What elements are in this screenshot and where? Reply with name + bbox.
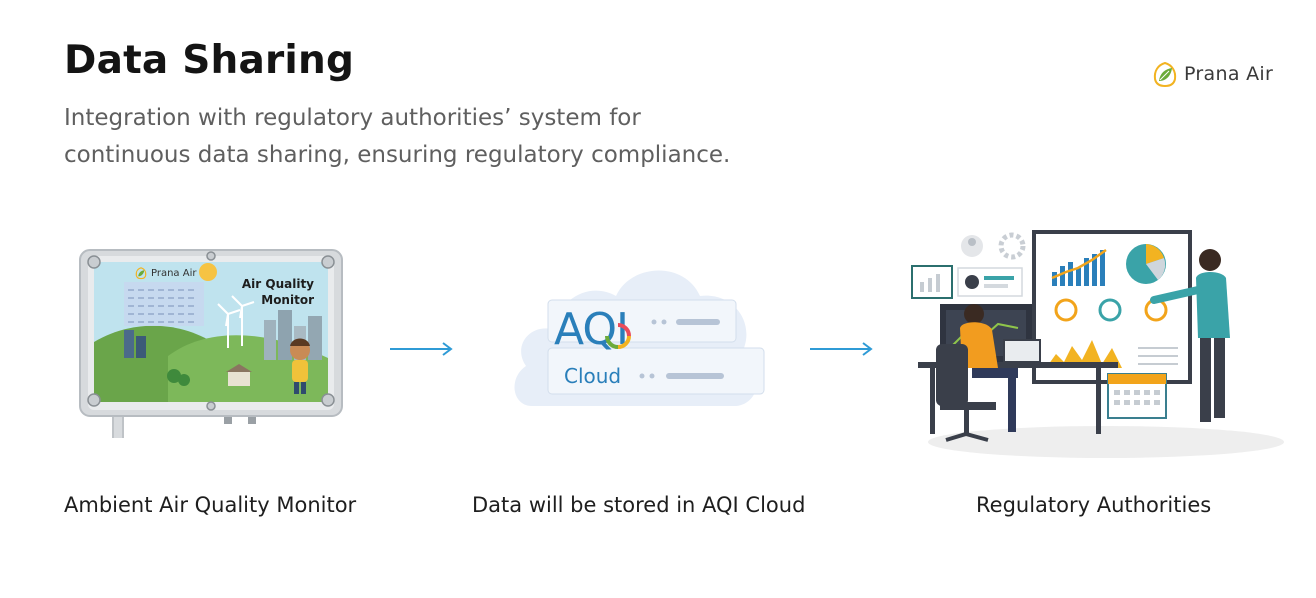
regulatory-authorities-illustration bbox=[906, 228, 1286, 460]
caption-aqi-cloud: Data will be stored in AQI Cloud bbox=[472, 493, 806, 517]
device-label: Air Quality Monitor bbox=[234, 276, 314, 308]
brand-logo: Prana Air bbox=[1150, 58, 1273, 90]
aqi-color-ring-icon bbox=[605, 323, 631, 349]
subtitle-line-1: Integration with regulatory authorities’… bbox=[64, 105, 641, 131]
page-subtitle: Integration with regulatory authorities’… bbox=[64, 100, 784, 174]
device-label-line-2: Monitor bbox=[261, 293, 314, 307]
air-quality-monitor-illustration: Prana Air Air Quality Monitor bbox=[78, 246, 344, 442]
cloud-subtitle: Cloud bbox=[564, 364, 622, 388]
aqi-cloud-illustration: AQI Cloud bbox=[508, 256, 768, 412]
device-brand-text: Prana Air bbox=[151, 267, 197, 279]
flow-arrow-2 bbox=[810, 342, 873, 356]
leaf-icon bbox=[1153, 61, 1177, 88]
brand-name: Prana Air bbox=[1184, 63, 1274, 85]
page-title: Data Sharing bbox=[64, 38, 355, 83]
flow-arrow-1 bbox=[390, 342, 453, 356]
device-leaf-icon bbox=[135, 267, 147, 280]
caption-air-quality-monitor: Ambient Air Quality Monitor bbox=[64, 493, 357, 517]
caption-regulatory-authorities: Regulatory Authorities bbox=[976, 493, 1212, 517]
device-label-line-1: Air Quality bbox=[241, 277, 314, 291]
device-brand: Prana Air bbox=[134, 266, 196, 280]
subtitle-line-2: continuous data sharing, ensuring regula… bbox=[64, 142, 731, 168]
